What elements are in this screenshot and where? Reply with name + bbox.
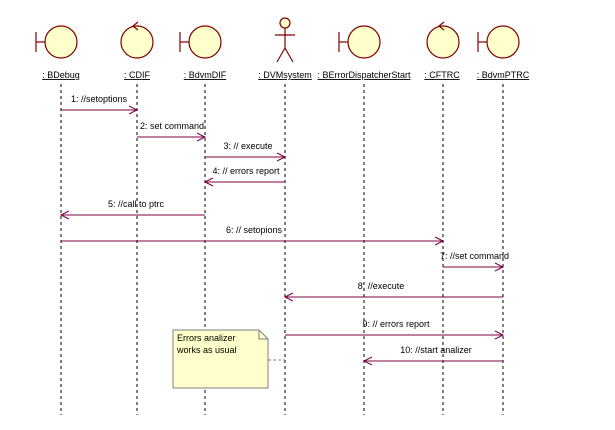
- arrowhead-icon: [276, 152, 287, 162]
- object-label: : CFTRC: [424, 70, 460, 80]
- boundary-icon: [338, 25, 381, 59]
- arrowhead-icon: [203, 177, 214, 187]
- arrowhead-icon: [362, 356, 373, 366]
- object-bdvmdif: : BdvmDIF: [179, 25, 227, 80]
- message-label: 1: //setoptions: [71, 94, 128, 104]
- object-cftrc: : CFTRC: [424, 21, 460, 80]
- message: 3: // execute: [205, 141, 287, 162]
- control-icon: [120, 21, 154, 59]
- message: 8: //execute: [283, 281, 503, 302]
- message-label: 4: // errors report: [212, 166, 280, 176]
- object-label: : BDebug: [42, 70, 80, 80]
- message: 10: //start analizer: [362, 345, 503, 366]
- actor-icon: [275, 17, 295, 63]
- arrowhead-icon: [59, 210, 70, 220]
- message-label: 6: // setopions: [226, 225, 283, 235]
- message-label: 9: // errors report: [362, 319, 430, 329]
- message-label: 2: set command: [140, 121, 204, 131]
- lifelines: [60, 84, 504, 415]
- note-line: works as usual: [176, 345, 237, 355]
- note: Errors analizer works as usual: [172, 329, 285, 389]
- message: 6: // setopions: [61, 225, 445, 246]
- object-bdebug: : BDebug: [35, 25, 80, 80]
- boundary-icon: [477, 25, 520, 59]
- arrowhead-icon: [494, 330, 505, 340]
- message: 1: //setoptions: [61, 94, 139, 115]
- arrowhead-icon: [434, 236, 445, 246]
- note-line: Errors analizer: [177, 333, 236, 343]
- object-label: : BdvmPTRC: [477, 70, 530, 80]
- object-label: : DVMsystem: [258, 70, 312, 80]
- object-berrordispatcher: : BErrorDispatcherStart: [317, 25, 411, 80]
- message: 4: // errors report: [203, 166, 285, 187]
- message-label: 3: // execute: [223, 141, 272, 151]
- object-cdif: : CDIF: [120, 21, 154, 80]
- arrowhead-icon: [128, 105, 139, 115]
- object-dvmsystem: : DVMsystem: [258, 17, 312, 80]
- message-label: 5: //call to ptrc: [108, 199, 165, 209]
- arrowhead-icon: [196, 132, 207, 142]
- message-label: 8: //execute: [358, 281, 405, 291]
- arrowhead-icon: [283, 292, 294, 302]
- arrowhead-icon: [494, 262, 505, 272]
- objects: : BDebug : CDIF : BdvmDIF : DVMsystem : BErr…: [35, 17, 530, 80]
- object-label: : BErrorDispatcherStart: [317, 70, 411, 80]
- control-icon: [426, 21, 460, 59]
- object-label: : BdvmDIF: [184, 70, 227, 80]
- message: 2: set command: [137, 121, 207, 142]
- boundary-icon: [35, 25, 78, 59]
- boundary-icon: [179, 25, 222, 59]
- object-label: : CDIF: [124, 70, 151, 80]
- note-fold: [258, 330, 268, 340]
- message-label: 7: //set command: [440, 251, 509, 261]
- object-bdvmptrc: : BdvmPTRC: [477, 25, 530, 80]
- message: 9: // errors report: [285, 319, 505, 340]
- message: 5: //call to ptrc: [59, 199, 205, 220]
- message-label: 10: //start analizer: [400, 345, 472, 355]
- messages: 1: //setoptions 2: set command 3: // execu…: [59, 94, 509, 366]
- note-box: [172, 329, 269, 389]
- message: 7: //set command: [440, 251, 509, 272]
